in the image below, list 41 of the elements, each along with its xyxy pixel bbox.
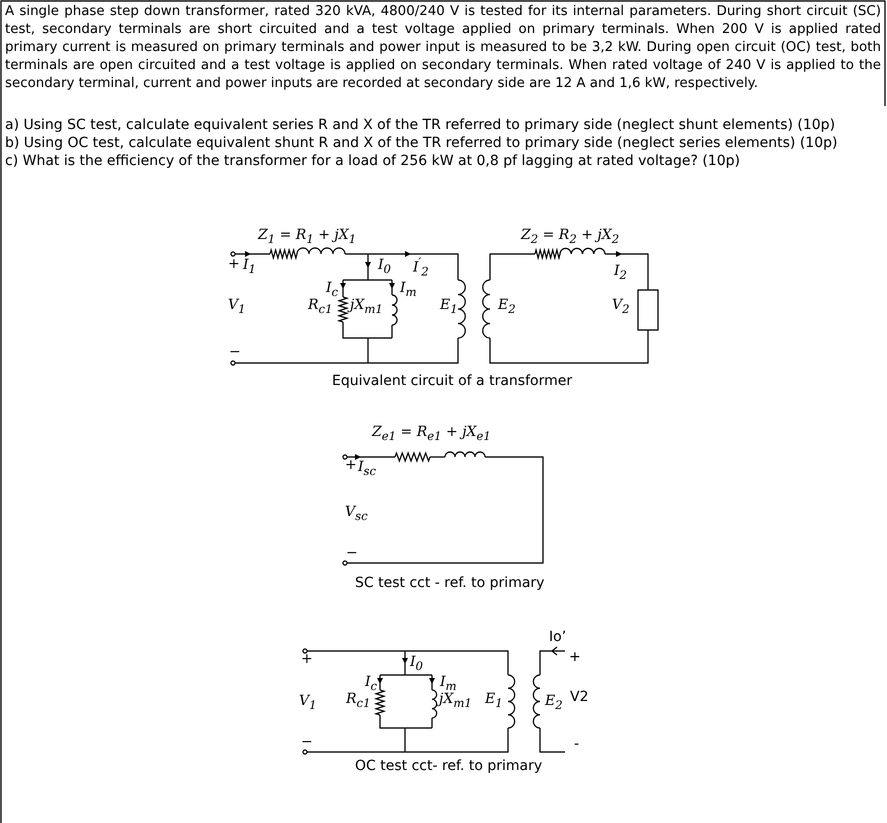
voltage-label: V2 [570, 690, 588, 706]
problem-text: A single phase step down transformer, rated 320 kVA, 4800/240 V is tested for its internal parameters. During short circuit (SC) test, secondary terminals are short circuited and a test voltage applied on primary terminals. When 200 V is applied rated primary current is measured on primary terminals and power input is measured to be 3,2 kW. During open circuit (OC) test, both terminals are open circuited and a test voltage is applied on secondary terminals. When rated voltage of 240 V is applied to the secondary terminal, current and power inputs are recorded at secondary side are 12 A and 1,6 kW, respectively. [5, 3, 881, 93]
polarity-sign: − [229, 345, 241, 360]
question-text: a) Using SC test, calculate equivalent series R and X of the TR referred to primary side (neglect shunt elements) (10p) [5, 118, 836, 134]
current-label: I$_{1}$ [243, 258, 256, 276]
question-text: b) Using OC test, calculate equivalent shunt R and X of the TR referred to primary side (neglect series elements) (10p) [5, 136, 838, 152]
voltage-label: E$_{2}$ [545, 694, 563, 712]
polarity-sign: + [345, 458, 357, 474]
figure-caption: Equivalent circuit of a transformer [332, 374, 572, 390]
polarity-sign: + [569, 650, 581, 666]
current-label: I$_{m}$ [400, 281, 417, 299]
voltage-label: V$_{1}$ [228, 298, 246, 316]
voltage-label: E$_{1}$ [485, 692, 503, 710]
current-label: I$_{sc}$ [358, 460, 376, 478]
polarity-sign: − [301, 735, 313, 750]
question-text: c) What is the efficiency of the transformer for a load of 256 kW at 0,8 pf lagging at rated voltage? (10p) [5, 154, 740, 170]
voltage-label: E$_{1}$ [440, 298, 458, 316]
component-label: jX$_{m1}$ [350, 298, 383, 316]
voltage-label: V$_{1}$ [299, 694, 317, 712]
voltage-label: V$_{sc}$ [345, 505, 368, 523]
impedance-formula: Z$_{2}$ = R$_{2}$ + jX$_{2}$ [521, 228, 620, 246]
current-label: I$_{m}$ [440, 675, 457, 693]
component-label: R$_{c1}$ [346, 692, 370, 710]
current-label: I$_{c}$ [365, 675, 378, 693]
figure-caption: OC test cct- ref. to primary [355, 759, 542, 774]
current-label: I$_{2}$ [614, 264, 627, 282]
impedance-formula: Z$_{e1}$ = R$_{e1}$ + jX$_{e1}$ [372, 425, 491, 443]
polarity-sign: + [228, 257, 240, 272]
current-label: I$_{0}$ [410, 655, 423, 673]
current-label: I$_{c}$ [326, 281, 338, 299]
polarity-sign: - [574, 737, 580, 752]
voltage-label: E$_{2}$ [498, 298, 516, 316]
component-label: jX$_{m1}$ [439, 692, 472, 710]
voltage-label: V$_{2}$ [612, 298, 630, 316]
figure-caption: SC test cct - ref. to primary [355, 576, 544, 592]
polarity-sign: + [301, 652, 313, 668]
current-label: I$_{0}$ [378, 258, 391, 276]
component-label: R$_{c1}$ [308, 298, 332, 316]
current-label: Io’ [549, 630, 566, 646]
impedance-formula: Z$_{1}$ = R$_{1}$ + jX$_{1}$ [258, 228, 356, 246]
polarity-sign: − [346, 546, 358, 562]
